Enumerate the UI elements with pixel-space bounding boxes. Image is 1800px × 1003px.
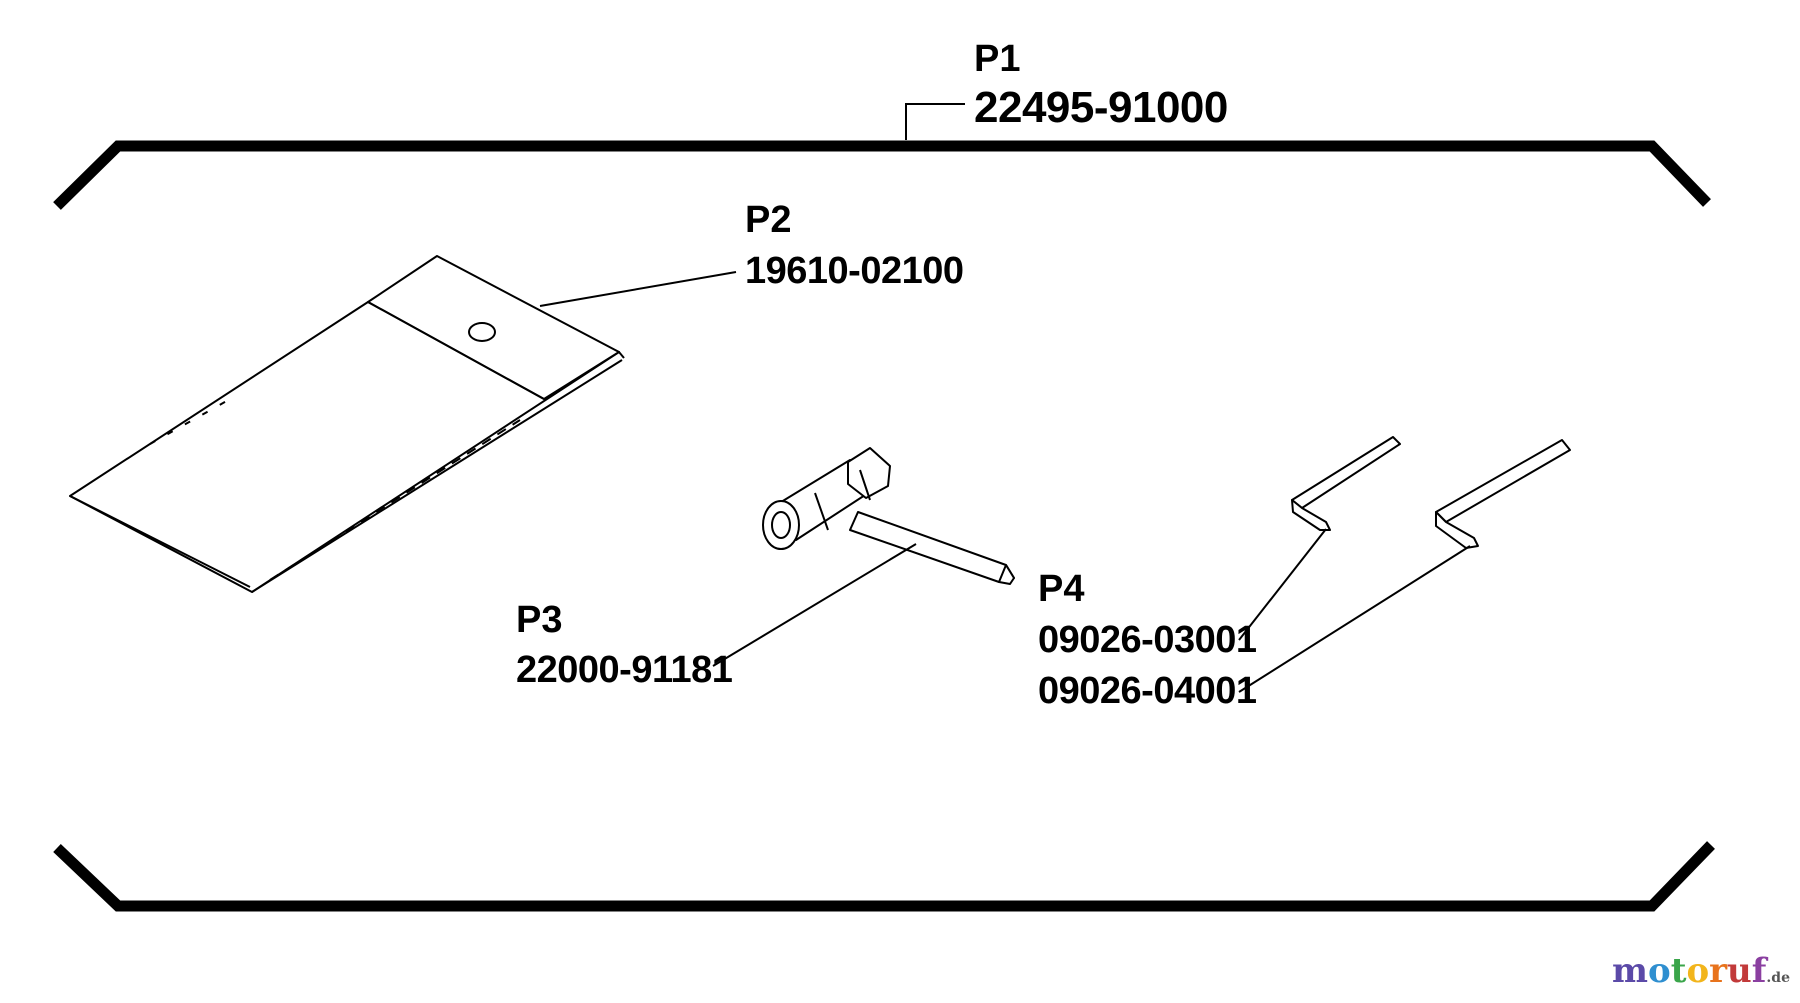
p1-part-number: 22495-91000 [974, 83, 1228, 132]
p4-part-number-2: 09026-04001 [1038, 670, 1257, 712]
watermark-letter: t [1670, 951, 1687, 991]
kit-bracket-top [53, 140, 1711, 210]
watermark-letter: o [1686, 951, 1710, 991]
tool-pouch [69, 255, 625, 593]
hex-key-large [1435, 439, 1571, 549]
p1-ref: P1 [974, 38, 1020, 80]
p4-leader-small [1238, 528, 1327, 641]
hex-key-small [1291, 436, 1401, 531]
p2-ref: P2 [745, 199, 791, 241]
kit-bracket-bottom [53, 841, 1715, 912]
p4-part-number-1: 09026-03001 [1038, 619, 1257, 661]
watermark-suffix: .de [1766, 970, 1790, 986]
p2-leader [539, 271, 737, 307]
p1-leader [905, 103, 965, 140]
watermark-letter: u [1727, 951, 1752, 991]
watermark-letter: r [1709, 951, 1728, 991]
p2-part-number: 19610-02100 [745, 250, 964, 292]
watermark-logo: motoruf.de [1612, 951, 1790, 991]
p3-leader [712, 543, 917, 667]
p3-ref: P3 [516, 599, 562, 641]
p3-part-number: 22000-91181 [516, 649, 733, 691]
watermark-letter: f [1751, 951, 1767, 991]
p4-ref: P4 [1038, 568, 1084, 610]
plug-wrench [762, 447, 1015, 585]
watermark-letter: m [1612, 951, 1649, 991]
watermark-letter: o [1648, 951, 1671, 991]
p4-leader-large [1238, 545, 1471, 693]
